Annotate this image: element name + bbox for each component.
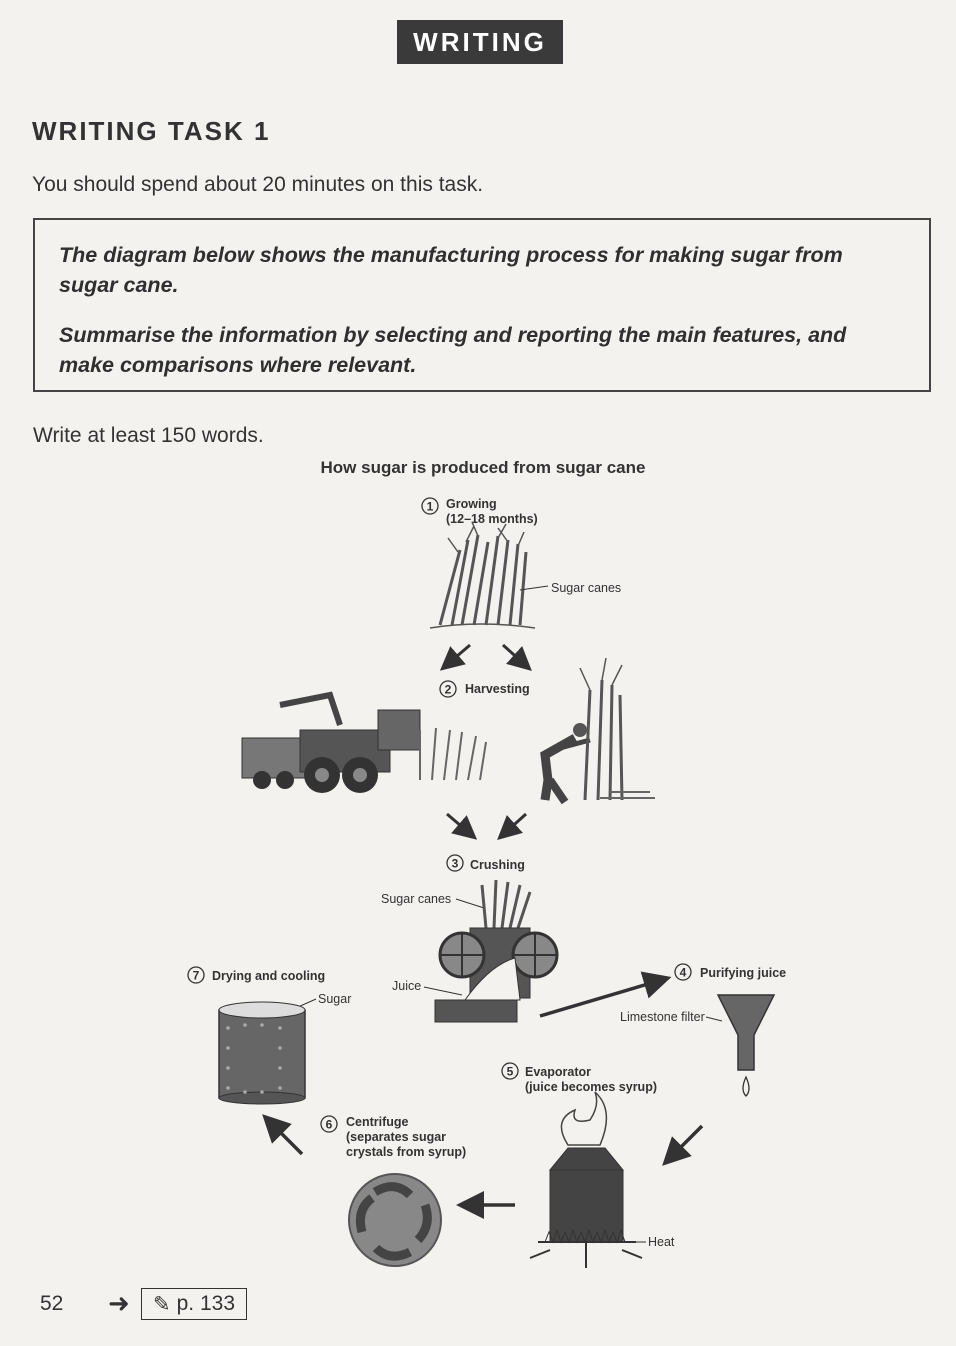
step-purifying-juice: 4 Purifying juice (674, 963, 786, 981)
callout-heat: Heat (648, 1235, 675, 1249)
arrow-right-icon: ➜ (108, 1288, 130, 1318)
section-badge: WRITING (397, 20, 563, 64)
step-sub-5: (juice becomes syrup) (525, 1080, 657, 1094)
process-diagram: 1 Growing (12–18 months) Sugar canes 2 H… (187, 497, 786, 1268)
step-num-2: 2 (445, 683, 452, 697)
step-label-1: Growing (446, 497, 497, 511)
step-sub2-6: crystals from syrup) (346, 1145, 466, 1159)
callout-sugar: Sugar (318, 992, 351, 1006)
step-sub-6: (separates sugar (346, 1130, 446, 1144)
step-num-1: 1 (427, 500, 434, 514)
step-label-7: Drying and cooling (212, 969, 325, 983)
step-label-4: Purifying juice (700, 966, 786, 980)
harvester-icon (241, 691, 487, 793)
time-instruction: You should spend about 20 minutes on thi… (32, 173, 484, 196)
step-label-6: Centrifuge (346, 1115, 409, 1129)
funnel-icon (716, 994, 776, 1097)
step-num-7: 7 (193, 969, 200, 983)
evaporator-icon (529, 1091, 643, 1268)
farmer-cutting-cane-icon (540, 657, 655, 805)
sugar-cane-field-icon (429, 521, 536, 629)
prompt-text-2: Summarise the information by selecting a… (59, 323, 847, 377)
step-num-3: 3 (452, 857, 459, 871)
callout-juice: Juice (392, 979, 421, 993)
callout-sugar-canes-2: Sugar canes (381, 892, 451, 906)
page-reference-text: p. 133 (176, 1292, 235, 1315)
step-evaporator: 5 Evaporator (juice becomes syrup) (501, 1062, 657, 1094)
word-count-instruction: Write at least 150 words. (33, 424, 264, 447)
crusher-icon (434, 879, 559, 1023)
step-label-3: Crushing (470, 858, 525, 872)
pencil-icon: ✎ (153, 1292, 171, 1316)
step-drying-cooling: 7 Drying and cooling (187, 966, 325, 984)
step-centrifuge: 6 Centrifuge (separates sugar crystals f… (320, 1115, 466, 1159)
prompt-box: The diagram below shows the manufacturin… (33, 218, 931, 392)
diagram-title: How sugar is produced from sugar cane (320, 458, 646, 477)
drying-drum-icon (218, 1001, 306, 1105)
page-number: 52 (40, 1292, 64, 1315)
step-num-6: 6 (326, 1118, 333, 1132)
step-num-4: 4 (680, 966, 687, 980)
callout-sugar-canes-1: Sugar canes (551, 581, 621, 595)
step-label-5: Evaporator (525, 1065, 591, 1079)
step-sub-1: (12–18 months) (446, 512, 538, 526)
step-growing: 1 Growing (12–18 months) (421, 497, 538, 526)
step-crushing: 3 Crushing (446, 854, 525, 872)
step-num-5: 5 (507, 1065, 514, 1079)
centrifuge-icon (348, 1173, 442, 1267)
step-label-2: Harvesting (465, 682, 530, 696)
task-title: WRITING TASK 1 (32, 116, 271, 146)
prompt-text-1: The diagram below shows the manufacturin… (59, 243, 843, 297)
page-reference: ✎ p. 133 (141, 1288, 247, 1320)
callout-limestone-filter: Limestone filter (620, 1010, 705, 1024)
step-harvesting: 2 Harvesting (439, 680, 530, 698)
